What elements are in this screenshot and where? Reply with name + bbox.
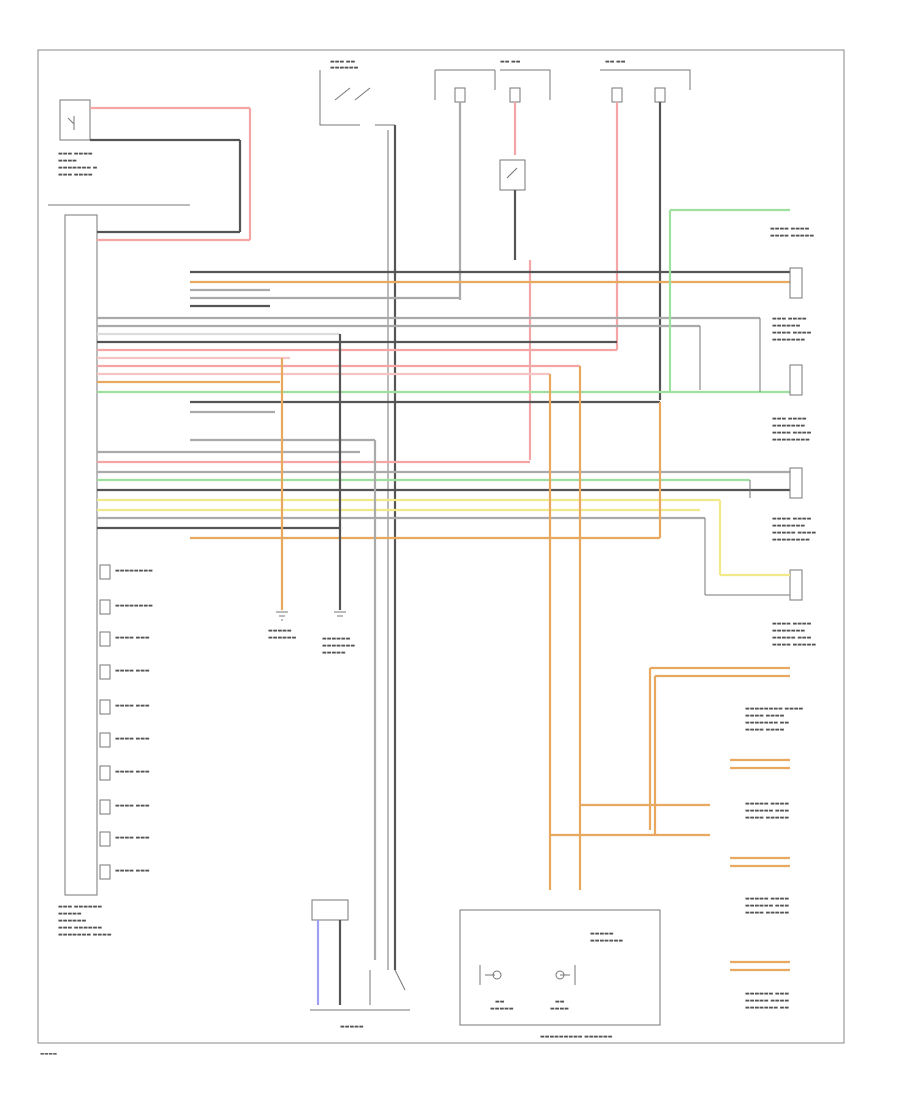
svg-text:▬▬▬ ▬▬▬▬▬▬: ▬▬▬ ▬▬▬▬▬▬	[58, 904, 102, 910]
svg-text:▬▬▬▬▬ ▬▬▬▬: ▬▬▬▬▬ ▬▬▬▬	[745, 801, 789, 807]
transmission-harness: ▬▬▬▬▬▬▬▬ ▬▬▬▬ ▬▬▬▬ ▬▬▬▬ ▬▬▬▬▬▬▬ ▬▬ ▬▬▬▬ …	[550, 666, 804, 1011]
svg-text:▬▬▬▬▬▬▬▬: ▬▬▬▬▬▬▬▬	[772, 437, 810, 443]
svg-text:▬▬▬▬ ▬▬▬▬▬: ▬▬▬▬ ▬▬▬▬▬	[745, 910, 789, 916]
svg-text:▬▬▬▬ ▬▬▬: ▬▬▬▬ ▬▬▬	[115, 803, 150, 809]
svg-text:▬▬▬▬ ▬▬▬▬: ▬▬▬▬ ▬▬▬▬	[772, 430, 812, 436]
svg-text:▬▬▬▬▬▬ ▬▬▬: ▬▬▬▬▬▬ ▬▬▬	[745, 808, 789, 814]
ignition-switch: ▬▬▬ ▬▬ ▬▬▬▬▬▬	[319, 59, 397, 970]
svg-text:▬▬▬▬ ▬▬▬▬: ▬▬▬▬ ▬▬▬▬	[772, 516, 812, 522]
svg-text:▬▬▬▬▬▬: ▬▬▬▬▬▬	[330, 65, 359, 71]
vertical-wires	[280, 208, 790, 960]
svg-text:▬▬▬▬▬: ▬▬▬▬▬	[58, 911, 82, 917]
svg-text:▬▬▬▬: ▬▬▬▬	[40, 1052, 57, 1057]
svg-text:▬▬▬▬▬▬: ▬▬▬▬▬▬	[268, 635, 297, 641]
svg-text:▬▬: ▬▬	[495, 999, 505, 1005]
svg-text:▬▬▬▬ ▬▬▬: ▬▬▬▬ ▬▬▬	[115, 769, 150, 775]
svg-text:▬▬▬▬▬▬▬▬: ▬▬▬▬▬▬▬▬	[115, 603, 153, 609]
svg-text:▬▬▬▬▬ ▬▬▬▬: ▬▬▬▬▬ ▬▬▬▬	[745, 998, 789, 1004]
svg-text:▬▬▬▬▬▬▬▬: ▬▬▬▬▬▬▬▬	[115, 568, 153, 574]
svg-text:▬▬▬▬▬▬▬ ▬▬: ▬▬▬▬▬▬▬ ▬▬	[745, 1005, 789, 1011]
brake-light-switch	[499, 159, 532, 460]
svg-text:▬▬▬▬▬ ▬▬▬▬: ▬▬▬▬▬ ▬▬▬▬	[772, 530, 816, 536]
svg-text:▬▬▬ ▬▬▬▬: ▬▬▬ ▬▬▬▬	[58, 151, 93, 157]
svg-text:▬▬▬▬ ▬▬▬▬: ▬▬▬▬ ▬▬▬▬	[770, 226, 810, 232]
svg-text:▬▬▬▬▬ ▬▬▬▬: ▬▬▬▬▬ ▬▬▬▬	[745, 896, 789, 902]
svg-text:▬▬▬▬▬▬▬: ▬▬▬▬▬▬▬	[772, 628, 805, 634]
svg-text:▬▬▬▬▬▬▬: ▬▬▬▬▬▬▬	[590, 938, 623, 944]
svg-text:▬▬▬ ▬▬▬▬: ▬▬▬ ▬▬▬▬	[58, 172, 93, 178]
svg-text:▬▬▬▬▬▬▬: ▬▬▬▬▬▬▬	[772, 423, 805, 429]
svg-text:▬▬▬▬ ▬▬▬: ▬▬▬▬ ▬▬▬	[115, 868, 150, 874]
svg-text:▬▬▬▬▬: ▬▬▬▬▬	[268, 628, 292, 634]
diagram-frame	[37, 49, 845, 1044]
svg-text:▬▬▬▬▬▬▬▬ ▬▬▬▬: ▬▬▬▬▬▬▬▬ ▬▬▬▬	[745, 706, 804, 712]
svg-text:▬▬▬ ▬▬▬▬: ▬▬▬ ▬▬▬▬	[772, 416, 807, 422]
svg-text:▬▬▬▬▬▬: ▬▬▬▬▬▬	[772, 323, 801, 329]
svg-text:▬▬▬▬▬▬▬▬▬ ▬▬▬▬▬▬: ▬▬▬▬▬▬▬▬▬ ▬▬▬▬▬▬	[540, 1034, 613, 1040]
wheel-speed-sensors: ▬▬▬▬ ▬▬▬▬ ▬▬▬▬ ▬▬▬▬▬ ▬▬▬ ▬▬▬▬ ▬▬▬▬▬▬ ▬▬▬…	[705, 226, 816, 648]
svg-text:▬▬ ▬▬: ▬▬ ▬▬	[500, 59, 521, 65]
harness-wires	[97, 230, 790, 540]
svg-text:▬▬▬▬▬: ▬▬▬▬▬	[590, 931, 614, 937]
relay-list: ▬▬▬▬▬▬▬▬ ▬▬▬▬▬▬▬▬ ▬▬▬▬ ▬▬▬ ▬▬▬▬ ▬▬▬ ▬▬▬▬…	[99, 564, 153, 880]
svg-text:▬▬▬▬▬▬: ▬▬▬▬▬▬	[58, 918, 87, 924]
svg-text:▬▬▬▬: ▬▬▬▬	[58, 158, 77, 164]
svg-text:▬▬▬▬: ▬▬▬▬	[550, 1006, 569, 1012]
svg-text:▬▬▬▬▬▬▬: ▬▬▬▬▬▬▬	[772, 523, 805, 529]
svg-text:▬▬▬▬ ▬▬▬▬: ▬▬▬▬ ▬▬▬▬	[772, 621, 812, 627]
svg-text:▬▬▬▬▬▬▬: ▬▬▬▬▬▬▬	[322, 643, 355, 649]
svg-text:▬▬▬ ▬▬▬▬▬▬: ▬▬▬ ▬▬▬▬▬▬	[58, 925, 102, 931]
steering-angle-sensor: ▬▬▬▬▬	[310, 899, 410, 1030]
grounds: ▬▬▬▬▬ ▬▬▬▬▬▬ ▬▬▬▬▬▬ ▬▬▬▬▬▬▬ ▬▬▬▬▬	[268, 611, 355, 656]
fuse-block: ▬▬ ▬▬ ▬▬ ▬▬	[434, 59, 691, 400]
svg-text:▬▬▬▬ ▬▬▬: ▬▬▬▬ ▬▬▬	[115, 635, 150, 641]
svg-text:▬▬: ▬▬	[555, 999, 565, 1005]
svg-text:▬▬▬▬▬▬▬: ▬▬▬▬▬▬▬	[772, 337, 805, 343]
svg-text:▬▬▬▬ ▬▬▬▬: ▬▬▬▬ ▬▬▬▬	[745, 727, 785, 733]
svg-text:▬▬▬▬▬: ▬▬▬▬▬	[340, 1024, 364, 1030]
svg-text:▬▬▬▬ ▬▬▬: ▬▬▬▬ ▬▬▬	[115, 736, 150, 742]
svg-text:▬▬▬▬ ▬▬▬▬: ▬▬▬▬ ▬▬▬▬	[745, 713, 785, 719]
svg-text:▬▬▬▬▬▬▬ ▬▬▬▬: ▬▬▬▬▬▬▬ ▬▬▬▬	[58, 932, 112, 938]
svg-text:▬▬▬▬ ▬▬▬: ▬▬▬▬ ▬▬▬	[115, 835, 150, 841]
svg-text:▬▬▬▬▬▬▬ ▬▬: ▬▬▬▬▬▬▬ ▬▬	[745, 720, 789, 726]
abs-hydraulic-unit: ▬▬▬ ▬▬▬▬ ▬▬▬▬ ▬▬▬▬▬▬▬ ▬ ▬▬▬ ▬▬▬▬	[58, 99, 252, 240]
svg-text:▬▬▬▬ ▬▬▬▬▬: ▬▬▬▬ ▬▬▬▬▬	[772, 642, 816, 648]
svg-text:▬▬▬▬▬: ▬▬▬▬▬	[322, 650, 346, 656]
svg-text:▬▬▬▬ ▬▬▬: ▬▬▬▬ ▬▬▬	[115, 703, 150, 709]
svg-text:▬▬▬▬ ▬▬▬▬▬: ▬▬▬▬ ▬▬▬▬▬	[745, 815, 789, 821]
svg-text:▬▬▬▬▬▬ ▬▬▬: ▬▬▬▬▬▬ ▬▬▬	[745, 903, 789, 909]
abs-control-module: ▬▬▬ ▬▬▬▬▬▬ ▬▬▬▬▬ ▬▬▬▬▬▬ ▬▬▬ ▬▬▬▬▬▬ ▬▬▬▬▬…	[48, 204, 190, 938]
svg-text:▬▬▬ ▬▬: ▬▬▬ ▬▬	[330, 59, 355, 65]
svg-text:▬▬▬▬▬▬ ▬▬▬: ▬▬▬▬▬▬ ▬▬▬	[745, 991, 789, 997]
instrument-cluster: ▬▬ ▬▬▬▬▬ ▬▬ ▬▬▬▬ ▬▬▬▬▬▬▬▬▬ ▬▬▬▬▬▬ ▬▬▬▬▬ …	[459, 909, 661, 1040]
svg-text:▬▬▬▬▬ ▬▬▬: ▬▬▬▬▬ ▬▬▬	[772, 635, 812, 641]
svg-text:▬▬▬▬▬▬▬ ▬: ▬▬▬▬▬▬▬ ▬	[58, 165, 98, 171]
svg-text:▬▬▬ ▬▬▬▬: ▬▬▬ ▬▬▬▬	[772, 316, 807, 322]
svg-text:▬▬▬▬▬▬▬▬: ▬▬▬▬▬▬▬▬	[772, 537, 810, 543]
svg-text:▬▬▬▬ ▬▬▬▬: ▬▬▬▬ ▬▬▬▬	[772, 330, 812, 336]
svg-text:▬▬▬▬▬▬: ▬▬▬▬▬▬	[322, 636, 351, 642]
svg-text:▬▬▬▬ ▬▬▬▬▬: ▬▬▬▬ ▬▬▬▬▬	[770, 233, 814, 239]
svg-text:▬▬▬▬ ▬▬▬: ▬▬▬▬ ▬▬▬	[115, 668, 150, 674]
svg-text:▬▬▬▬▬: ▬▬▬▬▬	[490, 1006, 514, 1012]
svg-text:▬▬ ▬▬: ▬▬ ▬▬	[605, 59, 626, 65]
